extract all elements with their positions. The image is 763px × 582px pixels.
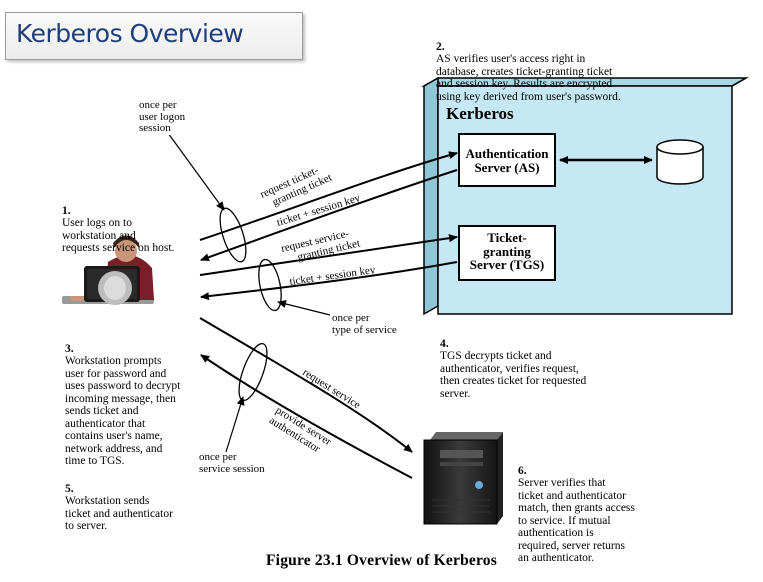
step3-note: 3. Workstation prompts user for password…	[65, 330, 210, 468]
step2-text: AS verifies user's access right in datab…	[436, 53, 621, 103]
step3-text: Workstation prompts user for password an…	[65, 355, 181, 467]
freq-service-type-label: once per type of service	[332, 312, 397, 336]
tgs-box-label: Ticket- granting Server (TGS)	[469, 230, 545, 272]
label-provide-authenticator: provide server authenticator	[267, 404, 336, 459]
step1-number: 1.	[62, 204, 71, 217]
step3-number: 3.	[65, 342, 74, 355]
step1-note: 1. User logs on to workstation and reque…	[62, 192, 222, 255]
service-type-pointer	[277, 300, 331, 316]
step2-number: 2.	[436, 40, 445, 53]
service-session-pointer	[225, 396, 245, 453]
step5-text: Workstation sends ticket and authenticat…	[65, 495, 173, 532]
as-box-label: Authentication Server (AS)	[465, 146, 549, 175]
label-request-service: request service	[300, 366, 362, 411]
step1-text: User logs on to workstation and requests…	[62, 217, 175, 254]
slide-title: Kerberos Overview	[16, 19, 244, 48]
ticket-session-key-arrow-1	[200, 169, 458, 262]
user-workstation-icon	[62, 235, 154, 305]
server-tower-icon	[423, 432, 503, 525]
figure-caption: Figure 23.1 Overview of Kerberos	[266, 552, 497, 569]
service-session-ellipse	[238, 342, 268, 402]
logon-pointer	[167, 132, 225, 211]
step4-number: 4.	[440, 337, 449, 350]
slide-title-box: Kerberos Overview	[5, 12, 303, 60]
ticket-session-key-arrow-2	[200, 261, 458, 301]
ticket-granting-server-box	[458, 225, 556, 281]
step6-text: Server verifies that ticket and authenti…	[518, 477, 635, 564]
provide-authenticator-arrow	[200, 354, 413, 479]
kerberos-label: Kerberos	[446, 104, 514, 123]
database-icon	[656, 139, 704, 185]
step6-number: 6.	[518, 464, 527, 477]
step4-text: TGS decrypts ticket and authenticator, v…	[440, 350, 587, 400]
label-ticket-key-2: ticket + session key	[289, 264, 377, 288]
step4-note: 4. TGS decrypts ticket and authenticator…	[440, 325, 640, 400]
freq-logon-label: once per user logon session	[139, 99, 186, 135]
service-type-ellipse	[258, 258, 282, 312]
step5-note: 5. Workstation sends ticket and authenti…	[65, 470, 205, 533]
freq-service-session-label: once per service session	[199, 451, 265, 475]
request-service-arrow	[199, 317, 413, 453]
step5-number: 5.	[65, 482, 74, 495]
request-service-tgt-arrow	[199, 234, 458, 276]
step2-note: 2. AS verifies user's access right in da…	[436, 28, 676, 103]
authentication-server-box	[458, 133, 556, 187]
request-tgt-arrow	[199, 151, 458, 241]
step6-note: 6. Server verifies that ticket and authe…	[518, 452, 668, 565]
